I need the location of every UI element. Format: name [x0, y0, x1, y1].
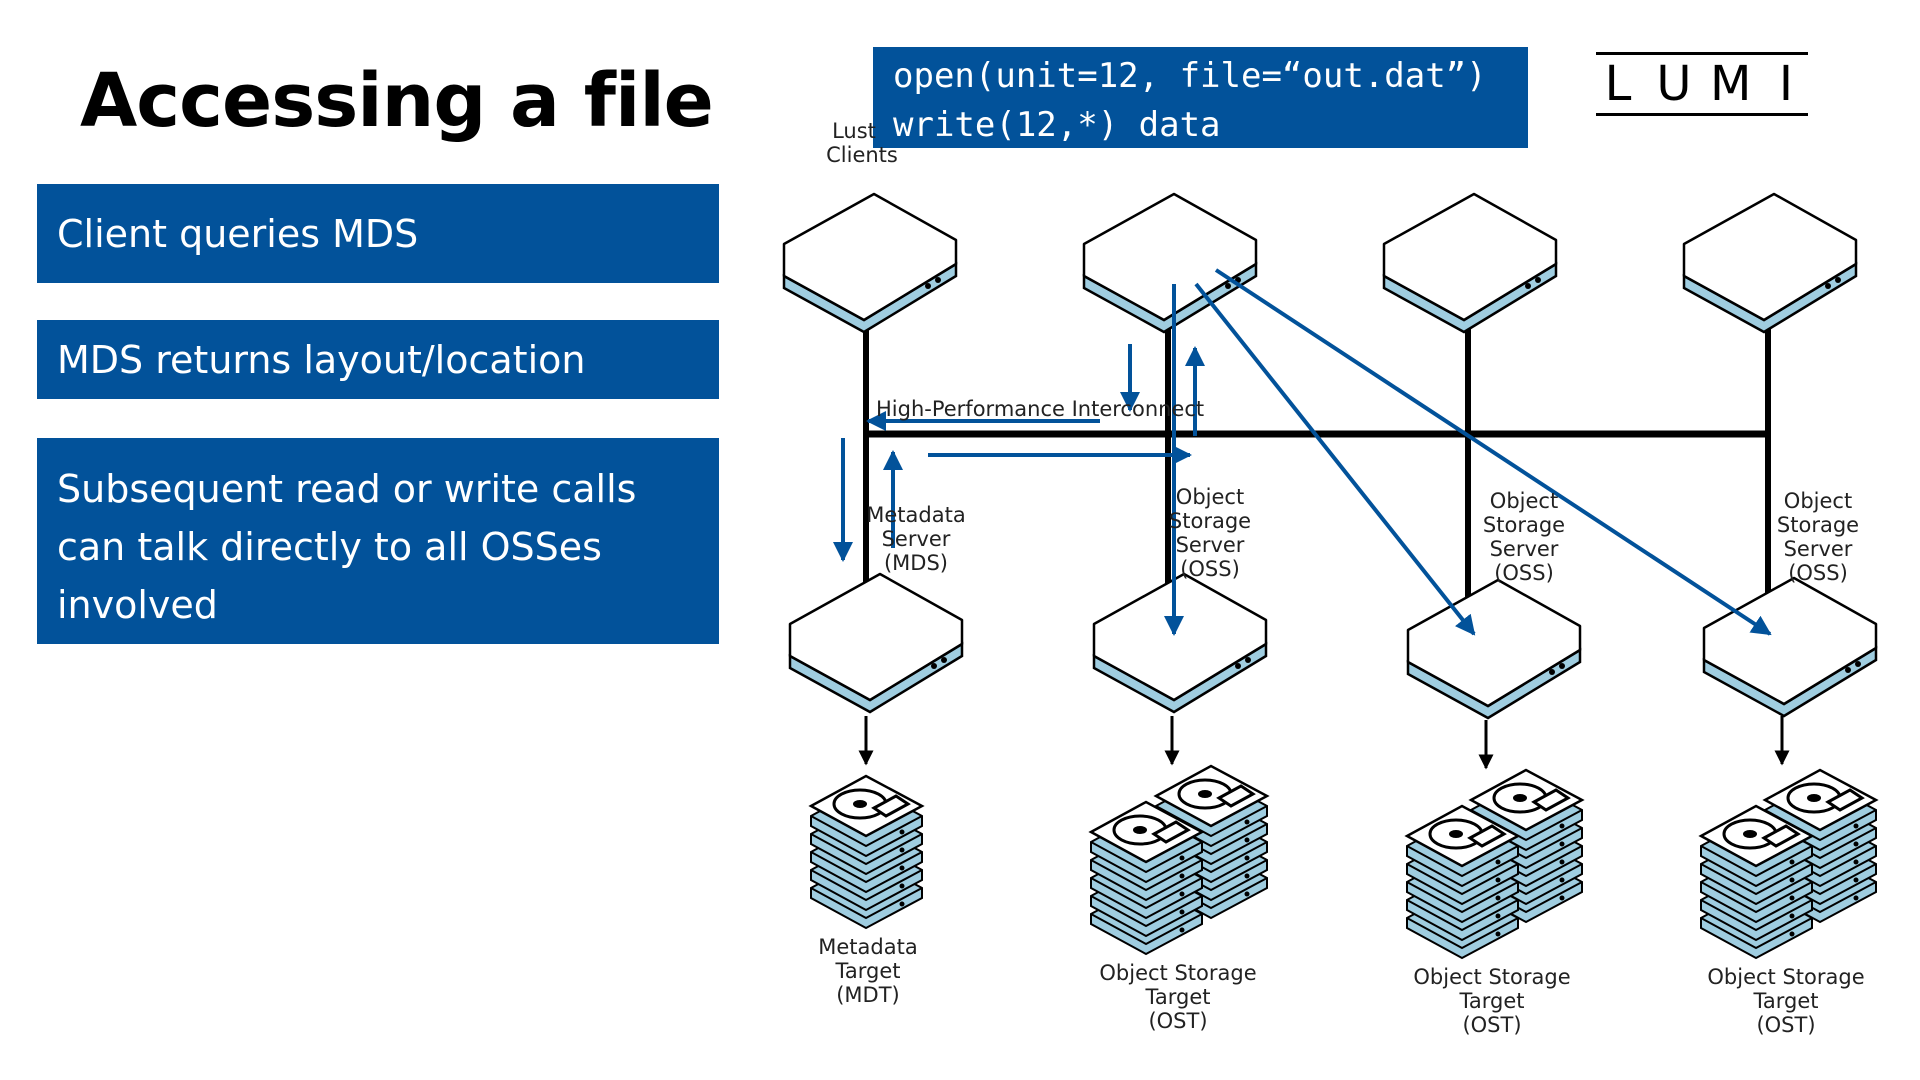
label-line: Lust [832, 119, 876, 143]
ost-disk-stack-1 [1091, 766, 1267, 954]
server-to-target-arrows [858, 716, 1790, 770]
label-line: (MDS) [884, 551, 948, 575]
label-mds: Metadata Server (MDS) [866, 503, 965, 575]
lustre-client-1 [782, 192, 958, 334]
code-snippet: open(unit=12, file=“out.dat”) write(12,*… [873, 47, 1528, 148]
label-line: Target [835, 959, 901, 983]
metadata-server-device [788, 572, 964, 714]
label-oss-3: Object Storage Server (OSS) [1777, 489, 1859, 585]
label-line: (OSS) [1180, 557, 1240, 581]
label-line: Object Storage [1413, 965, 1570, 989]
label-line: (OSS) [1494, 561, 1554, 585]
label-interconnect: High-Performance Interconnect [876, 397, 1204, 421]
bullet-line: involved [57, 583, 218, 627]
label-line: Storage [1483, 513, 1565, 537]
lustre-client-2 [1082, 192, 1258, 334]
label-line: (OST) [1756, 1013, 1815, 1037]
label-line: Metadata [818, 935, 917, 959]
code-line-open: open(unit=12, file=“out.dat”) [893, 56, 1487, 96]
network-lines [863, 318, 1771, 612]
lumi-logo: L U M I [1596, 52, 1808, 116]
label-line: Target [1145, 985, 1211, 1009]
label-line: Object [1490, 489, 1558, 513]
label-line: (MDT) [836, 983, 900, 1007]
oss-device-3 [1702, 576, 1878, 718]
label-line: Storage [1169, 509, 1251, 533]
label-ost-3: Object Storage Target (OST) [1707, 965, 1864, 1037]
label-mdt: Metadata Target (MDT) [818, 935, 917, 1007]
slide-title: Accessing a file [80, 58, 714, 144]
label-line: Clients [826, 143, 898, 167]
bullet-line: can talk directly to all OSSes [57, 525, 602, 569]
label-line: Target [1459, 989, 1525, 1013]
bullet-text: MDS returns layout/location [57, 337, 586, 382]
bullet-text: Client queries MDS [57, 211, 419, 256]
logo-letter: U [1656, 56, 1692, 112]
label-line: Object [1784, 489, 1852, 513]
label-lustre-clients: Lust Clients [826, 119, 898, 167]
label-ost-2: Object Storage Target (OST) [1413, 965, 1570, 1037]
label-line: (OSS) [1788, 561, 1848, 585]
label-line: (OST) [1148, 1009, 1207, 1033]
label-line: Object [1176, 485, 1244, 509]
logo-letter: L [1604, 56, 1632, 112]
label-line: Server [1784, 537, 1853, 561]
label-line: (OST) [1462, 1013, 1521, 1037]
label-line: Metadata [866, 503, 965, 527]
label-line: Target [1753, 989, 1819, 1013]
arrow-icon [1214, 268, 1772, 636]
oss-device-2 [1406, 578, 1582, 720]
label-line: Object Storage [1099, 961, 1256, 985]
logo-letter: I [1778, 56, 1794, 112]
ost-disk-stack-3 [1701, 770, 1876, 958]
label-oss-2: Object Storage Server (OSS) [1483, 489, 1565, 585]
bullet-mds-returns-layout: MDS returns layout/location [37, 320, 719, 399]
label-line: Server [882, 527, 951, 551]
oss-device-1 [1092, 572, 1268, 714]
code-line-write: write(12,*) data [893, 105, 1221, 145]
logo-letter: M [1710, 56, 1752, 112]
label-line: Server [1176, 533, 1245, 557]
lustre-client-3 [1382, 192, 1558, 334]
lustre-client-4 [1682, 192, 1858, 334]
flow-arrows [833, 268, 1772, 636]
label-line: Object Storage [1707, 965, 1864, 989]
arrow-icon [1194, 282, 1476, 636]
bullet-subsequent-calls: Subsequent read or write calls can talk … [37, 438, 719, 644]
label-ost-1: Object Storage Target (OST) [1099, 961, 1256, 1033]
label-line: Server [1490, 537, 1559, 561]
bullet-client-queries-mds: Client queries MDS [37, 184, 719, 283]
bullet-line: Subsequent read or write calls [57, 467, 637, 511]
ost-disk-stack-2 [1407, 770, 1582, 958]
label-line: Storage [1777, 513, 1859, 537]
mdt-disk-stack [811, 776, 922, 928]
label-oss-1: Object Storage Server (OSS) [1169, 485, 1251, 581]
